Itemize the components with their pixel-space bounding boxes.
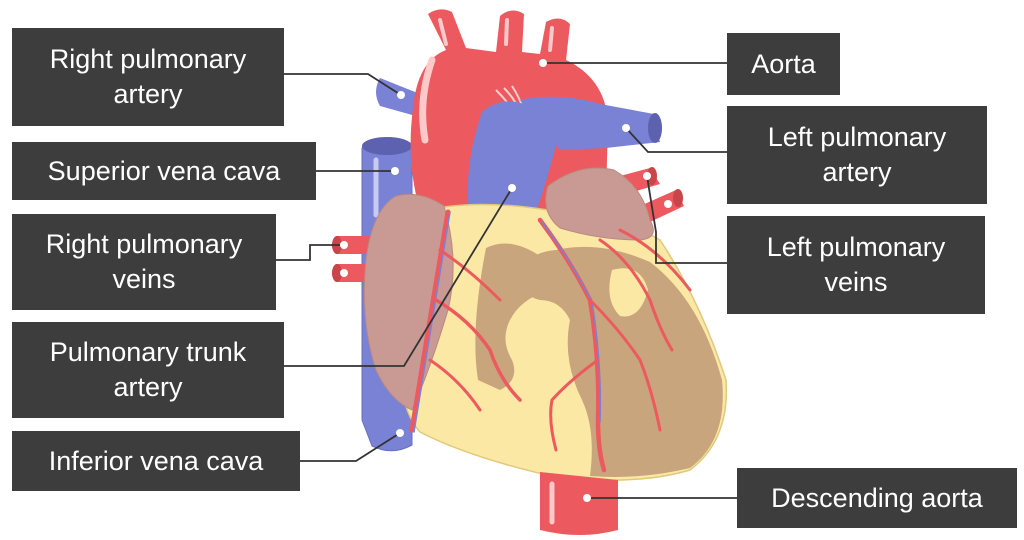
label-right-pulmonary-veins-line1: Right pulmonary [45, 229, 243, 259]
label-superior-vena-cava: Superior vena cava [12, 142, 316, 200]
label-pulmonary-trunk-artery-line2: artery [113, 372, 183, 402]
heart-body-shape [399, 203, 728, 481]
leader-right-pulmonary-artery [284, 73, 402, 96]
label-pulmonary-trunk-artery-line1: Pulmonary trunk [49, 337, 247, 367]
label-descending-aorta-text: Descending aorta [771, 482, 983, 513]
label-right-pulmonary-veins: Right pulmonary veins [12, 214, 276, 310]
label-left-pulmonary-artery: Left pulmonary artery [727, 106, 987, 204]
label-left-pulmonary-artery-line1: Left pulmonary [767, 122, 947, 152]
label-pulmonary-trunk-artery: Pulmonary trunk artery [12, 322, 284, 418]
leader-right-pulmonary-veins [276, 244, 344, 261]
label-aorta: Aorta [727, 33, 840, 95]
label-left-pulmonary-veins: Left pulmonary veins [727, 216, 985, 314]
coronary-vessels [409, 209, 692, 473]
leader-left-pulmonary-veins [646, 175, 727, 264]
label-right-pulmonary-artery: Right pulmonary artery [12, 28, 284, 126]
leader-pulmonary-trunk [284, 187, 513, 367]
label-right-pulmonary-artery-line2: artery [113, 79, 183, 109]
leader-dots [340, 59, 672, 502]
pulmonary-trunk-shape [467, 101, 560, 222]
label-right-pulmonary-veins-line2: veins [112, 264, 176, 294]
leader-lines [276, 62, 737, 499]
label-left-pulmonary-veins-line2: veins [824, 267, 888, 297]
leader-left-pulmonary-artery [625, 127, 727, 153]
label-left-pulmonary-artery-line2: artery [822, 157, 892, 187]
label-aorta-text: Aorta [751, 48, 816, 79]
label-superior-vena-cava-text: Superior vena cava [47, 155, 281, 186]
left-atrium-shape [545, 167, 654, 241]
left-pulmonary-artery-end [648, 113, 662, 143]
label-descending-aorta: Descending aorta [737, 468, 1017, 528]
label-inferior-vena-cava: Inferior vena cava [12, 431, 300, 491]
label-right-pulmonary-artery-line1: Right pulmonary [49, 44, 247, 74]
label-left-pulmonary-veins-line1: Left pulmonary [766, 232, 946, 262]
label-inferior-vena-cava-text: Inferior vena cava [48, 445, 264, 476]
descending-aorta-shape [540, 472, 618, 535]
leader-inferior-vena-cava [300, 432, 401, 462]
